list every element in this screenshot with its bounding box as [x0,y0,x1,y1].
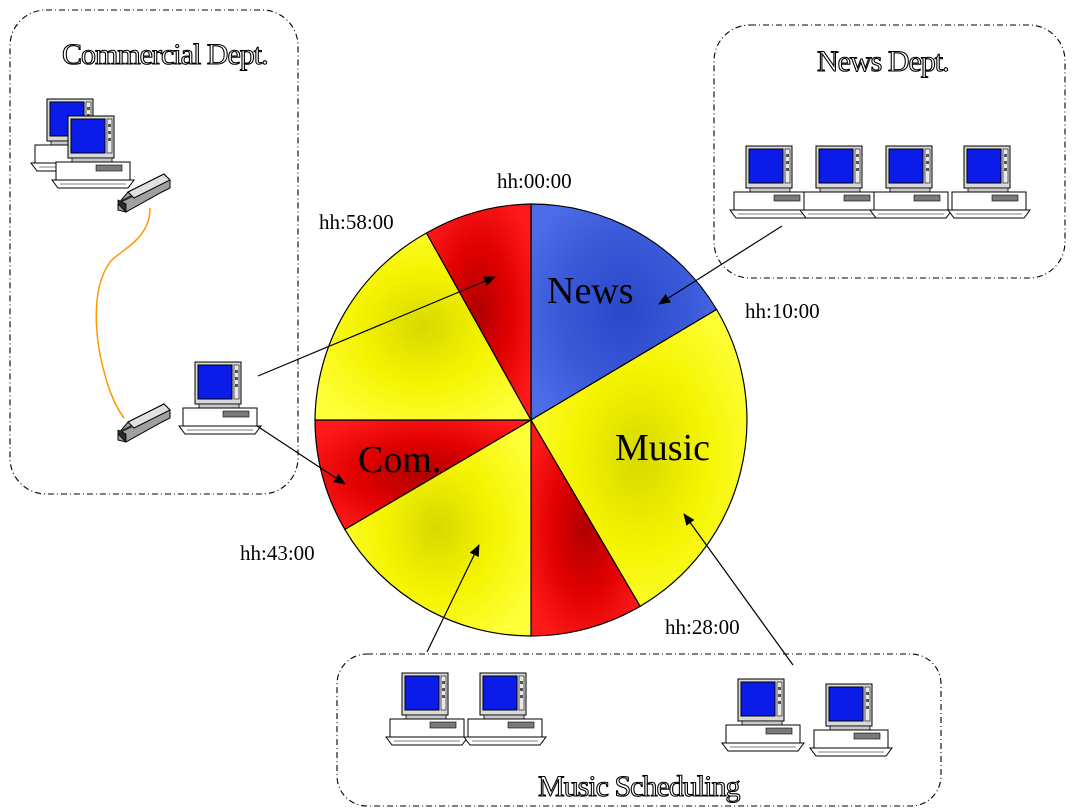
arrow-commercial-to-red-slice [257,276,496,377]
commercial-modem-bottom-icon [117,403,171,443]
commercial-workstation-main[interactable] [178,361,262,435]
arrow-commercial-to-com-slice [256,425,346,485]
commercial-dept-title: Commercial Dept. [62,38,268,71]
music-scheduling-border [336,653,942,807]
arrow-music-to-yellow-slice [426,544,480,653]
news-workstation-3[interactable] [869,145,953,219]
music-workstation-1[interactable] [385,672,469,746]
news-workstation-1[interactable] [729,145,813,219]
pie-slice-music[interactable] [530,308,748,608]
slice-label-news: News [547,270,634,312]
music-workstation-2[interactable] [463,672,547,746]
commercial-dept-box: Commercial Dept. [9,9,299,495]
news-dept-title: News Dept. [817,45,949,78]
news-dept-box: News Dept. [713,24,1066,279]
slice-label-music: Music [615,427,710,469]
music-workstation-4[interactable] [809,683,893,757]
slice-label-com: Com. [358,439,441,481]
pie-slice-music-2[interactable] [343,418,532,637]
pie-slice-commercial[interactable] [314,419,534,531]
music-workstation-3[interactable] [721,678,805,752]
pie-slice-music-3[interactable] [314,232,533,421]
time-label-28: hh:28:00 [665,615,740,639]
pie-slice-red-1[interactable] [530,417,641,637]
time-label-00: hh:00:00 [497,169,572,193]
arrow-news-to-news-slice [658,225,783,305]
music-scheduling-title: Music Scheduling [538,770,740,803]
pie-slice-news[interactable] [530,203,718,422]
time-label-10: hh:10:00 [745,299,820,323]
time-label-43: hh:43:00 [240,541,315,565]
commercial-dept-border [9,9,299,495]
pie-slice-red-2[interactable] [425,203,532,423]
news-workstation-2[interactable] [799,145,883,219]
news-workstation-4[interactable] [947,145,1031,219]
time-label-58: hh:58:00 [319,210,394,234]
music-scheduling-box: Music Scheduling [336,653,942,807]
arrow-music-to-music-slice [683,513,794,666]
modem-cable [95,207,151,419]
hour-clock-pie: News Music Com. [314,203,748,637]
news-dept-border [713,24,1066,279]
